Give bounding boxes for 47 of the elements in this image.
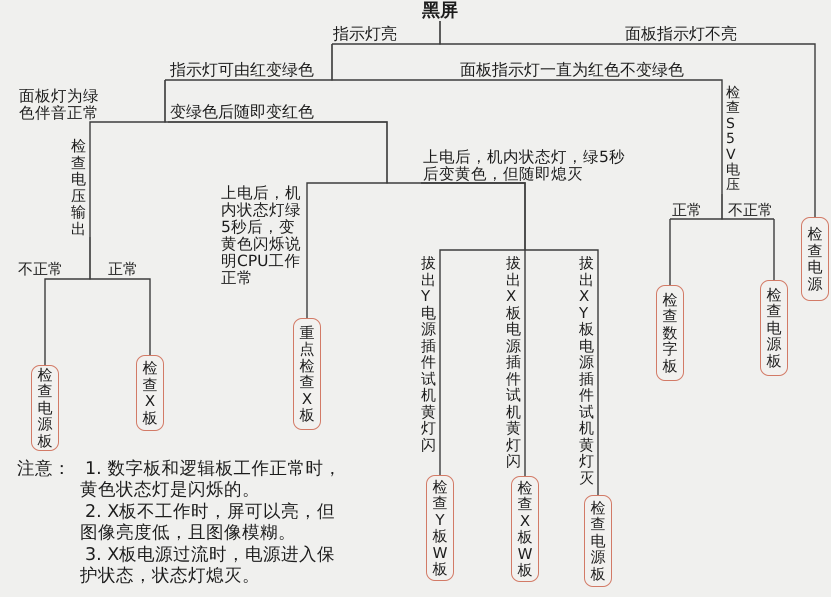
connector-line <box>421 182 599 486</box>
branch-label: 不正常 <box>727 203 774 219</box>
result-box: 重点检查X板 <box>293 318 321 430</box>
result-box: 检查电源板 <box>760 280 788 376</box>
branch-label: 面板灯为绿色伴音正常 <box>19 86 112 122</box>
branch-label: 面板指示灯一直为红色不变绿色 <box>455 61 687 80</box>
result-box: 检查Y板W板 <box>426 475 454 581</box>
branch-label: 面板指示灯不亮 <box>622 25 741 44</box>
result-box: 检查X板 <box>136 355 164 431</box>
connector-line <box>44 278 65 365</box>
result-box: 检查电源板 <box>584 495 612 587</box>
note-text: 2. X板不工作时，屏可以亮，但图像亮度低，且图像模糊。 <box>80 502 336 544</box>
branch-label: 上电后，机内状态灯绿5秒后，变黄色闪烁说明CPU工作正常 <box>221 185 307 287</box>
branch-label: 拔出Y电源插件试机黄灯闪 <box>418 255 440 453</box>
result-box: 检查电源 <box>801 217 829 301</box>
connector-line <box>439 453 441 475</box>
branch-label: 指示灯亮 <box>332 25 400 44</box>
root-text: 黑屏 <box>421 0 459 21</box>
branch-label: 指示灯可由红变绿色 <box>165 61 321 80</box>
branch-label: 拔出XY板电源插件试机黄灯灭 <box>576 255 598 486</box>
connector-line <box>164 80 168 123</box>
connector-line <box>773 219 775 280</box>
branch-label: 正常 <box>670 203 704 219</box>
connector-line <box>89 237 106 280</box>
branch-label: 上电后，机内状态灯，绿5秒后变黄色，但随即熄灭 <box>421 145 627 183</box>
connector-line <box>687 79 723 194</box>
result-box: 检查X板W板 <box>511 476 539 582</box>
note-text: 3. X板电源过流时，电源进入保护状态，状态灯熄灭。 <box>80 545 336 587</box>
branch-label: 正常 <box>106 262 140 279</box>
step-label: 检查电压输出 <box>68 138 90 237</box>
connector-line <box>168 121 421 184</box>
branch-label: 不正常 <box>17 262 65 279</box>
connector-line <box>106 278 151 355</box>
note-heading: 注意： <box>17 459 72 480</box>
connector-line <box>721 194 774 220</box>
connector-line <box>306 287 308 318</box>
result-box: 检查数字板 <box>656 285 684 381</box>
note-text: 1. 数字板和逻辑板工作正常时，黄色状态灯是闪烁的。 <box>80 459 342 501</box>
connector-line <box>89 121 112 237</box>
branch-label: 拔出X板电源插件试机黄灯闪 <box>503 255 525 470</box>
branch-label: 变绿色后随即变红色 <box>168 103 320 122</box>
connector-line <box>331 44 687 81</box>
connector-line <box>741 43 816 217</box>
result-box: 检查电源板 <box>31 365 59 451</box>
connector-line <box>439 21 741 45</box>
step-label: 检查S5V电压 <box>722 86 743 194</box>
connector-line <box>669 219 671 285</box>
